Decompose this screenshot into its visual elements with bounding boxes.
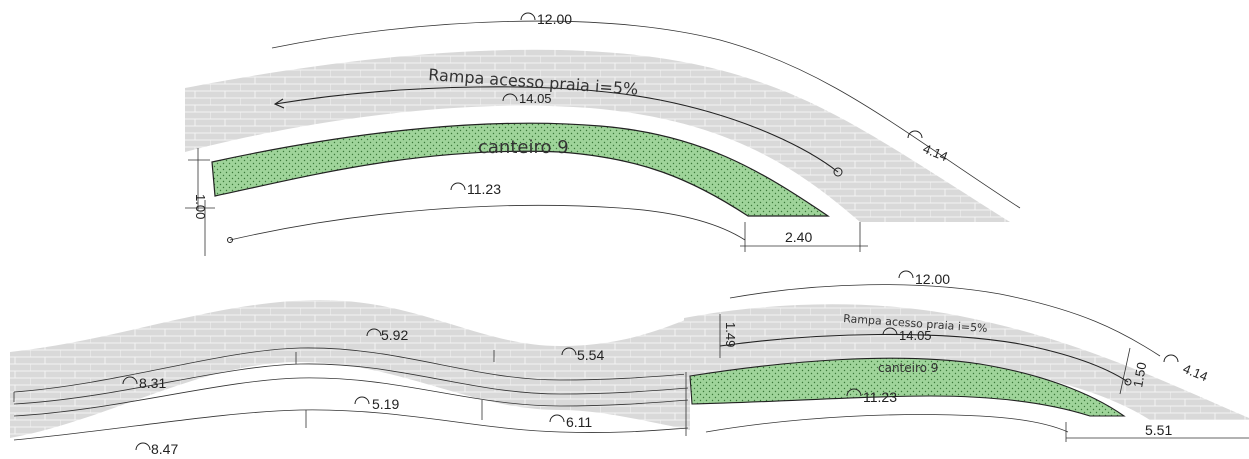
bottom-width-right-dim: 1.50 <box>1130 361 1149 389</box>
bottom-offset-dim-line <box>1065 422 1249 442</box>
svg-text:4.14: 4.14 <box>1181 361 1210 384</box>
bottom-tick-marks <box>13 350 687 436</box>
top-outer-dim-line <box>271 20 1021 209</box>
top-end-arc-dim: 4.14 <box>907 130 950 164</box>
bottom-wave-arc-dim-6: 8.47 <box>135 441 178 457</box>
svg-text:11.23: 11.23 <box>467 181 501 197</box>
svg-text:12.00: 12.00 <box>537 11 572 27</box>
bottom-wave-arc-dim-3: 8.31 <box>122 375 166 391</box>
bottom-wave-edge <box>13 409 689 441</box>
bottom-planter <box>689 357 1126 417</box>
bottom-wave-arc-dim-2: 5.54 <box>561 347 604 363</box>
svg-text:4.14: 4.14 <box>921 141 950 164</box>
bottom-end-arc-dim: 4.14 <box>1163 354 1210 384</box>
top-inner-start-dot <box>227 237 233 243</box>
bottom-plan: canteiro 9 Rampa acesso praia i=5% 14.05… <box>10 270 1249 457</box>
svg-text:14.05: 14.05 <box>519 91 552 106</box>
bottom-wave-arc-dim-4: 5.19 <box>354 396 399 412</box>
bottom-wave-paving <box>10 300 690 438</box>
svg-text:12.00: 12.00 <box>915 271 950 287</box>
bottom-wave-arc-dim-5: 6.11 <box>549 414 592 430</box>
top-width-dim-line <box>188 148 210 210</box>
top-inner-arc-dim: 11.23 <box>450 181 501 197</box>
bottom-outer-arc-dim: 12.00 <box>898 270 950 287</box>
svg-text:8.31: 8.31 <box>139 375 166 391</box>
bottom-wave-arc-dim-1: 5.92 <box>366 327 408 343</box>
bottom-ramp-end-circle <box>1124 378 1132 386</box>
bottom-inner-dim-line <box>705 414 1069 433</box>
top-left-edge-lines <box>185 200 215 256</box>
bottom-inner-arc-dim: 11.23 <box>846 388 897 405</box>
bottom-planter-label: canteiro 9 <box>878 361 938 375</box>
bottom-wave-lines <box>13 347 689 417</box>
svg-text:11.23: 11.23 <box>863 389 897 405</box>
top-planter-label: canteiro 9 <box>478 137 569 158</box>
top-width-dim: 1.00 <box>193 194 208 219</box>
svg-text:8.47: 8.47 <box>151 441 178 457</box>
bottom-width-right-line <box>1119 347 1131 395</box>
top-inner-dim-line <box>229 204 746 241</box>
bottom-width-left-dim: 1.49 <box>723 322 738 347</box>
top-ramp-arc-dim: 14.05 <box>502 91 552 106</box>
top-ramp-end-circle <box>833 167 843 177</box>
svg-text:6.11: 6.11 <box>566 414 592 430</box>
top-ramp-line <box>274 86 839 173</box>
bottom-outer-dim-line <box>729 284 1161 357</box>
top-planter <box>211 122 830 217</box>
top-ramp-arrowhead <box>273 98 285 109</box>
bottom-ramp-line <box>719 333 1129 383</box>
bottom-offset-dim: 5.51 <box>1145 422 1172 438</box>
top-offset-dim: 2.40 <box>785 229 812 245</box>
top-paving-area <box>185 49 1010 222</box>
bottom-ramp-arc-dim: 14.05 <box>882 327 932 343</box>
top-outer-arc-dim: 12.00 <box>520 11 572 27</box>
svg-text:5.92: 5.92 <box>381 327 408 343</box>
svg-text:5.54: 5.54 <box>577 347 604 363</box>
svg-text:14.05: 14.05 <box>899 328 932 343</box>
svg-text:5.19: 5.19 <box>372 396 399 412</box>
top-plan: canteiro 9 Rampa acesso praia i=5% 14.05… <box>185 11 1021 256</box>
top-offset-dim-line <box>740 222 868 252</box>
